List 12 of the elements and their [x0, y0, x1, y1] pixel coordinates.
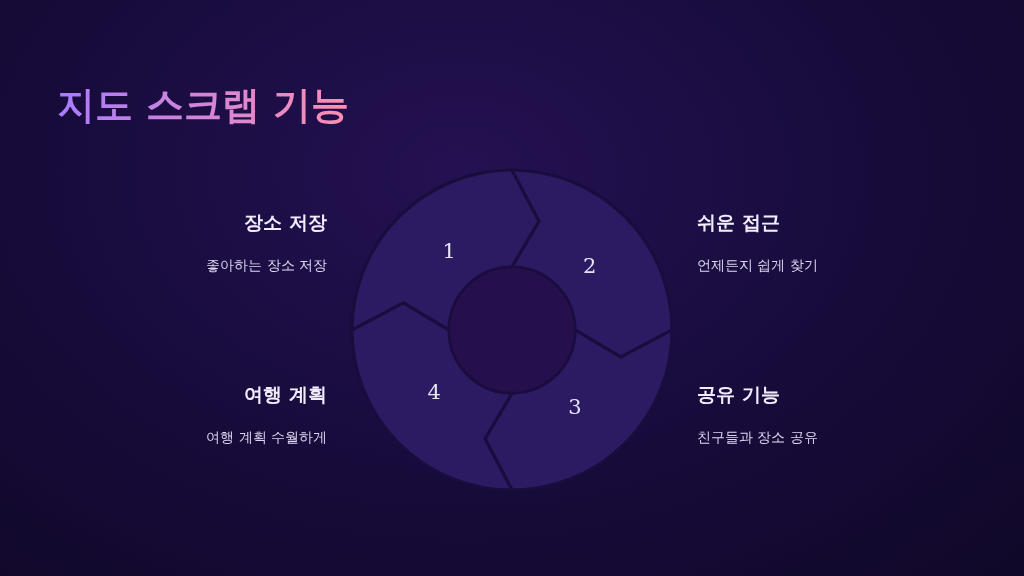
feature-description: 친구들과 장소 공유 — [697, 427, 818, 447]
step-number: 3 — [568, 393, 582, 421]
feature-description: 여행 계획 수월하게 — [206, 427, 327, 447]
feature-heading: 공유 기능 — [697, 382, 780, 407]
feature-description: 좋아하는 장소 저장 — [206, 255, 327, 275]
step-number: 2 — [583, 253, 597, 281]
feature-description: 언제든지 쉽게 찾기 — [697, 255, 818, 275]
feature-heading: 장소 저장 — [244, 210, 327, 235]
feature-heading: 여행 계획 — [244, 382, 327, 407]
step-number: 1 — [442, 238, 456, 266]
step-number: 4 — [427, 379, 441, 407]
feature-heading: 쉬운 접근 — [697, 210, 780, 235]
